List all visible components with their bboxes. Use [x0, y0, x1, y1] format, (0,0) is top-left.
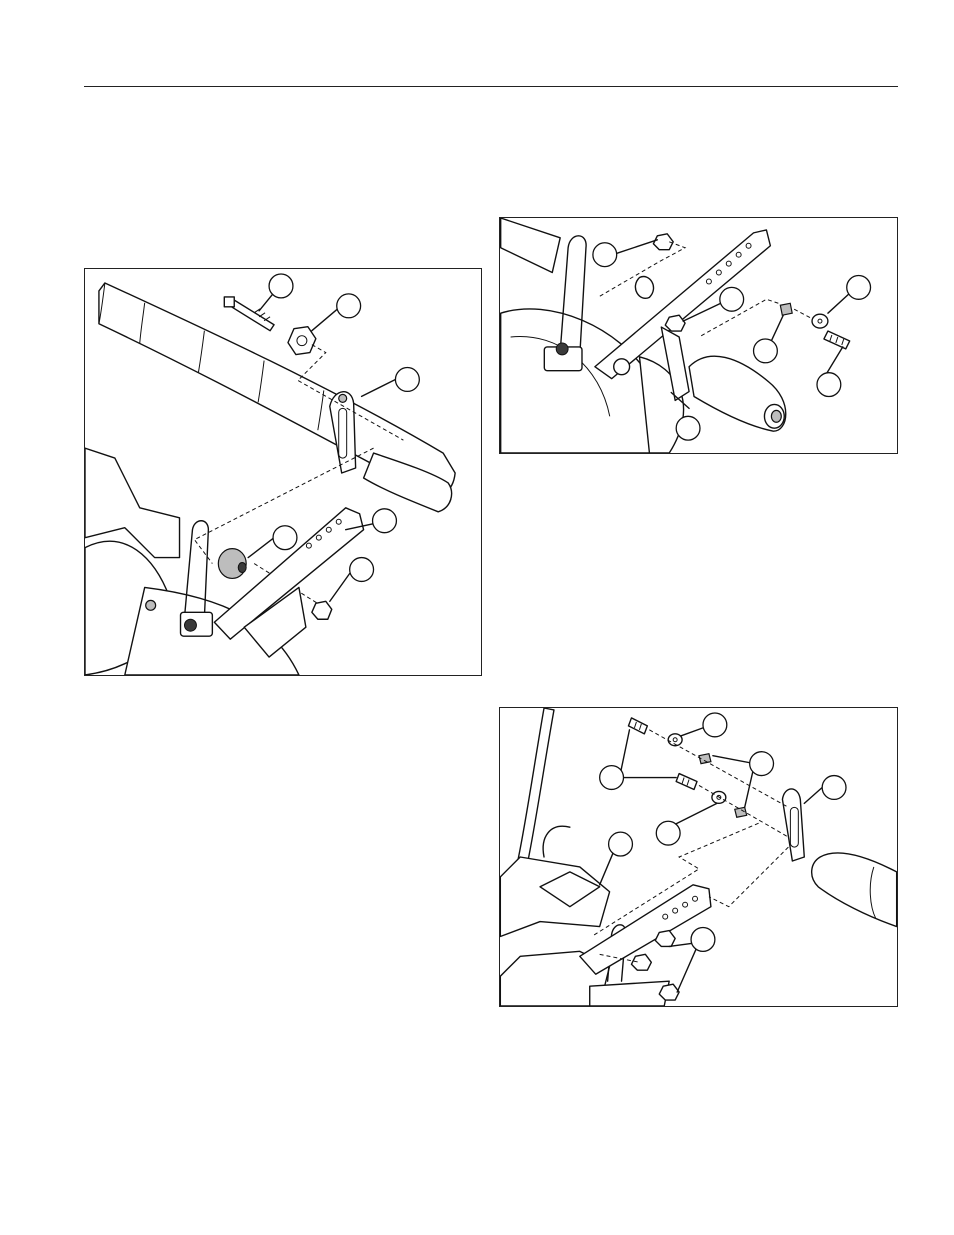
- figure-2-illustration: [500, 218, 897, 453]
- spacer: [780, 303, 792, 315]
- callout-3: [395, 368, 419, 392]
- callout-1: [593, 243, 617, 267]
- callout-6: [817, 373, 841, 397]
- callout-3: [676, 416, 700, 440]
- figure-1-illustration: [85, 269, 481, 675]
- mower-deck: [85, 448, 180, 557]
- callout-3: [750, 752, 774, 776]
- bolt-lower: [676, 774, 697, 790]
- callout-4: [373, 509, 397, 533]
- callout-4: [754, 339, 778, 363]
- figure-3-illustration: [500, 708, 897, 1006]
- spacer-lower: [735, 807, 747, 817]
- header-rule: [84, 86, 898, 87]
- lock-nut: [312, 601, 332, 619]
- callout-6: [609, 832, 633, 856]
- callout-4: [822, 776, 846, 800]
- figure-2-arm-assembly: [499, 217, 898, 454]
- callout-5: [847, 276, 871, 300]
- roller-bracket: [782, 789, 804, 861]
- roller: [812, 853, 897, 927]
- callout-1: [269, 274, 293, 298]
- callout-5: [273, 526, 297, 550]
- callout-6: [350, 558, 374, 582]
- mower-deck: [501, 309, 659, 453]
- callout-1: [600, 766, 624, 790]
- bolt: [228, 299, 274, 331]
- washer: [812, 314, 828, 328]
- callout-5: [656, 821, 680, 845]
- callout-2: [720, 287, 744, 311]
- callout-2: [703, 713, 727, 737]
- bolt-upper: [628, 718, 647, 734]
- callout-2: [337, 294, 361, 318]
- figure-3-roller-mount: [499, 707, 898, 1007]
- figure-1-roller-assembly: [84, 268, 482, 676]
- callout-7: [691, 928, 715, 952]
